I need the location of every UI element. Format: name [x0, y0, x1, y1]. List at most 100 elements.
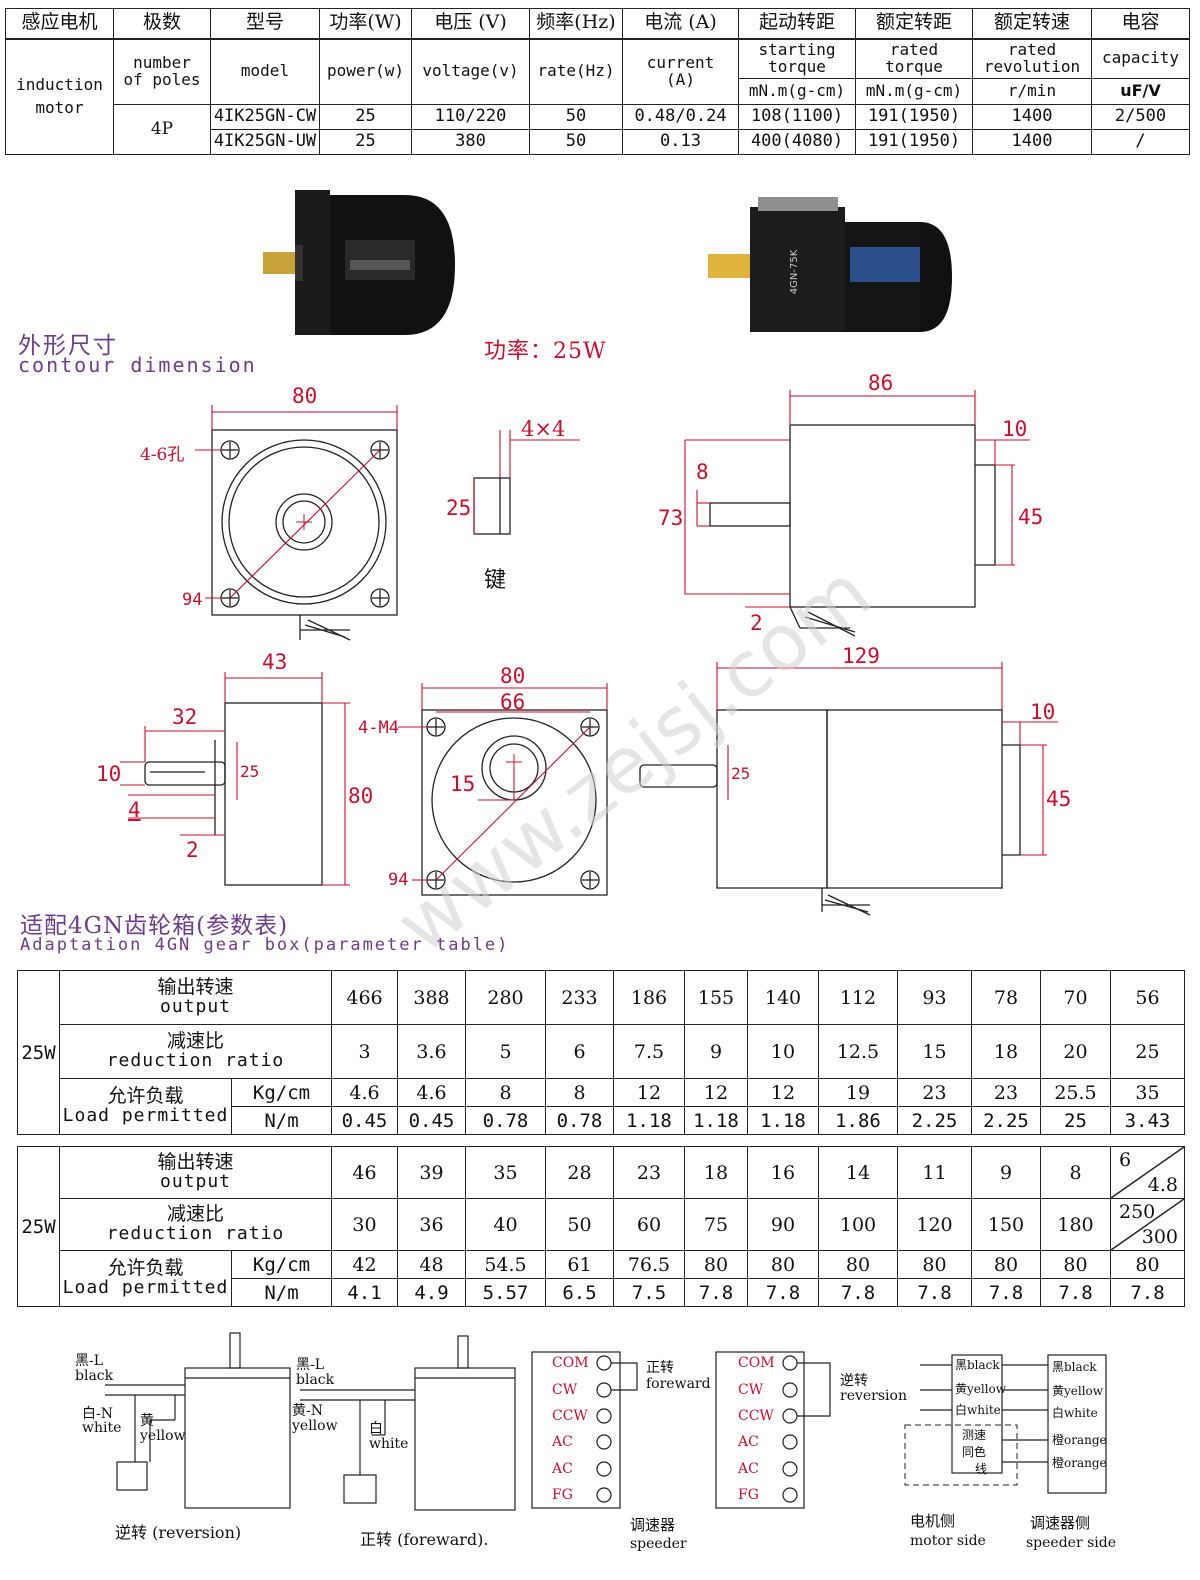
speed-wire-2: 同色 — [962, 1445, 987, 1459]
fwd-cn: 正转 — [646, 1360, 674, 1376]
gearmotor-photo: 4GN-75K — [708, 197, 952, 332]
cell: 50 — [529, 104, 623, 130]
dim-25b: 25 — [731, 764, 751, 783]
model-en: model — [210, 38, 320, 105]
cell: 155 — [684, 970, 748, 1025]
load-en: Load permitted — [62, 1105, 229, 1127]
cell: 186 — [613, 970, 685, 1025]
wm-yellow-cn: 黄-N — [292, 1403, 323, 1419]
contour-title-cn: 外形尺寸 — [18, 333, 118, 359]
cell: 25 — [319, 129, 412, 155]
cell: 18 — [684, 1146, 748, 1199]
wm-white-cn: 白 — [369, 1421, 383, 1437]
unit-capacity: uF/V — [1091, 78, 1190, 105]
split-cell-ratio: 250 300 — [1110, 1198, 1185, 1251]
ss-white: 白white — [1052, 1406, 1098, 1420]
gear-table: 25W 输出转速 output 466 388 280 233 186 155 … — [17, 970, 1185, 1307]
dim-15: 15 — [450, 772, 476, 796]
cell: 42 — [331, 1250, 398, 1279]
cell: 75 — [684, 1198, 748, 1251]
cell: 6 — [545, 1024, 614, 1079]
split-top: 250 — [1119, 1201, 1156, 1223]
cell: 61 — [545, 1250, 614, 1279]
rated-t-en: rated torque — [855, 38, 973, 79]
cell: 80 — [818, 1250, 898, 1279]
dim-2b: 2 — [186, 838, 199, 862]
ratio-label: 减速比 reduction ratio — [59, 1024, 332, 1079]
gear-title-cn: 适配4GN齿轮箱(参数表) — [20, 913, 289, 939]
rated-r-en2: revolution — [983, 56, 1081, 76]
unit-kg-2: Kg/cm — [231, 1250, 332, 1279]
cell: 7.8 — [747, 1278, 819, 1307]
cell: 112 — [818, 970, 898, 1025]
starting-en1: starting — [758, 39, 836, 59]
hdr-current: 电流 (A) — [622, 8, 739, 39]
motor-type-cell: induction motor — [5, 38, 114, 155]
cell: 7.8 — [971, 1278, 1041, 1307]
poles-en1: number — [133, 52, 191, 72]
cell: 191(1950) — [855, 129, 973, 155]
cell: 3 — [331, 1024, 398, 1079]
cell: 7.8 — [1040, 1278, 1111, 1307]
cell: 80 — [897, 1250, 972, 1279]
cell: 0.78 — [545, 1106, 614, 1135]
load-label: 允许负载 Load permitted — [59, 1078, 232, 1135]
rev-en: reversion — [840, 1388, 907, 1404]
cell: 5 — [465, 1024, 546, 1079]
motor-photo-front — [263, 190, 455, 335]
unit-nm: N/m — [231, 1106, 332, 1135]
cell: 12 — [613, 1078, 685, 1107]
cell: 9 — [684, 1024, 748, 1079]
ratio-cn-2: 减速比 — [166, 1203, 224, 1226]
dim-80a: 80 — [292, 384, 318, 408]
load-cn: 允许负载 — [107, 1085, 184, 1108]
cell: 2.25 — [971, 1106, 1041, 1135]
cell: 2/500 — [1091, 104, 1190, 130]
cell: 0.78 — [465, 1106, 546, 1135]
cell: 5.57 — [465, 1278, 546, 1307]
dim-73: 73 — [658, 506, 684, 530]
hdr-rated-torque: 额定转距 — [855, 8, 973, 39]
cell: 150 — [971, 1198, 1041, 1251]
wl-yellow-cn: 黄 — [140, 1413, 154, 1429]
cell: 1.86 — [818, 1106, 898, 1135]
poles-en: number of poles — [113, 38, 211, 105]
output-cn: 输出转速 — [157, 976, 234, 999]
cell: 380 — [411, 129, 530, 155]
cell: 23 — [971, 1078, 1041, 1107]
s2-fg: FG — [738, 1487, 759, 1503]
cell: 140 — [747, 970, 819, 1025]
output-cn-2: 输出转速 — [157, 1151, 234, 1174]
wl-white-cn: 白-N — [82, 1406, 113, 1422]
wm-black-en: black — [296, 1372, 335, 1388]
hdr-starting: 起动转距 — [738, 8, 856, 39]
dim-94a: 94 — [182, 590, 203, 610]
cell: 25 — [1040, 1106, 1111, 1135]
motor-side-cn: 电机侧 — [910, 1512, 956, 1530]
cell: 56 — [1110, 970, 1185, 1025]
cell: 7.8 — [1110, 1278, 1185, 1307]
s1-cw: CW — [552, 1382, 578, 1398]
rated-t-en2: torque — [885, 56, 943, 76]
dim-94b: 94 — [388, 870, 409, 890]
hdr-rated-rev: 额定转速 — [972, 8, 1092, 39]
power-en: power(w) — [319, 38, 412, 105]
speeder-cn: 调速器 — [630, 1516, 676, 1534]
rated-r-en1: rated — [1007, 39, 1057, 59]
cell: 466 — [331, 970, 398, 1025]
cell: 4IK25GN-UW — [210, 129, 320, 155]
ratio-en: reduction ratio — [106, 1050, 285, 1072]
cell: 120 — [897, 1198, 972, 1251]
cell: 16 — [747, 1146, 819, 1199]
dim-45b: 45 — [1046, 787, 1072, 811]
cell: 54.5 — [465, 1250, 546, 1279]
cell: 280 — [465, 970, 546, 1025]
ratio-cn: 减速比 — [166, 1030, 224, 1053]
dim-32: 32 — [172, 705, 198, 729]
cell: 10 — [747, 1024, 819, 1079]
cell: 1.18 — [684, 1106, 748, 1135]
ss-black: 黑black — [1052, 1360, 1097, 1374]
output-label: 输出转速 output — [59, 970, 332, 1025]
s2-ac2: AC — [738, 1461, 759, 1477]
output-en: output — [159, 996, 232, 1018]
